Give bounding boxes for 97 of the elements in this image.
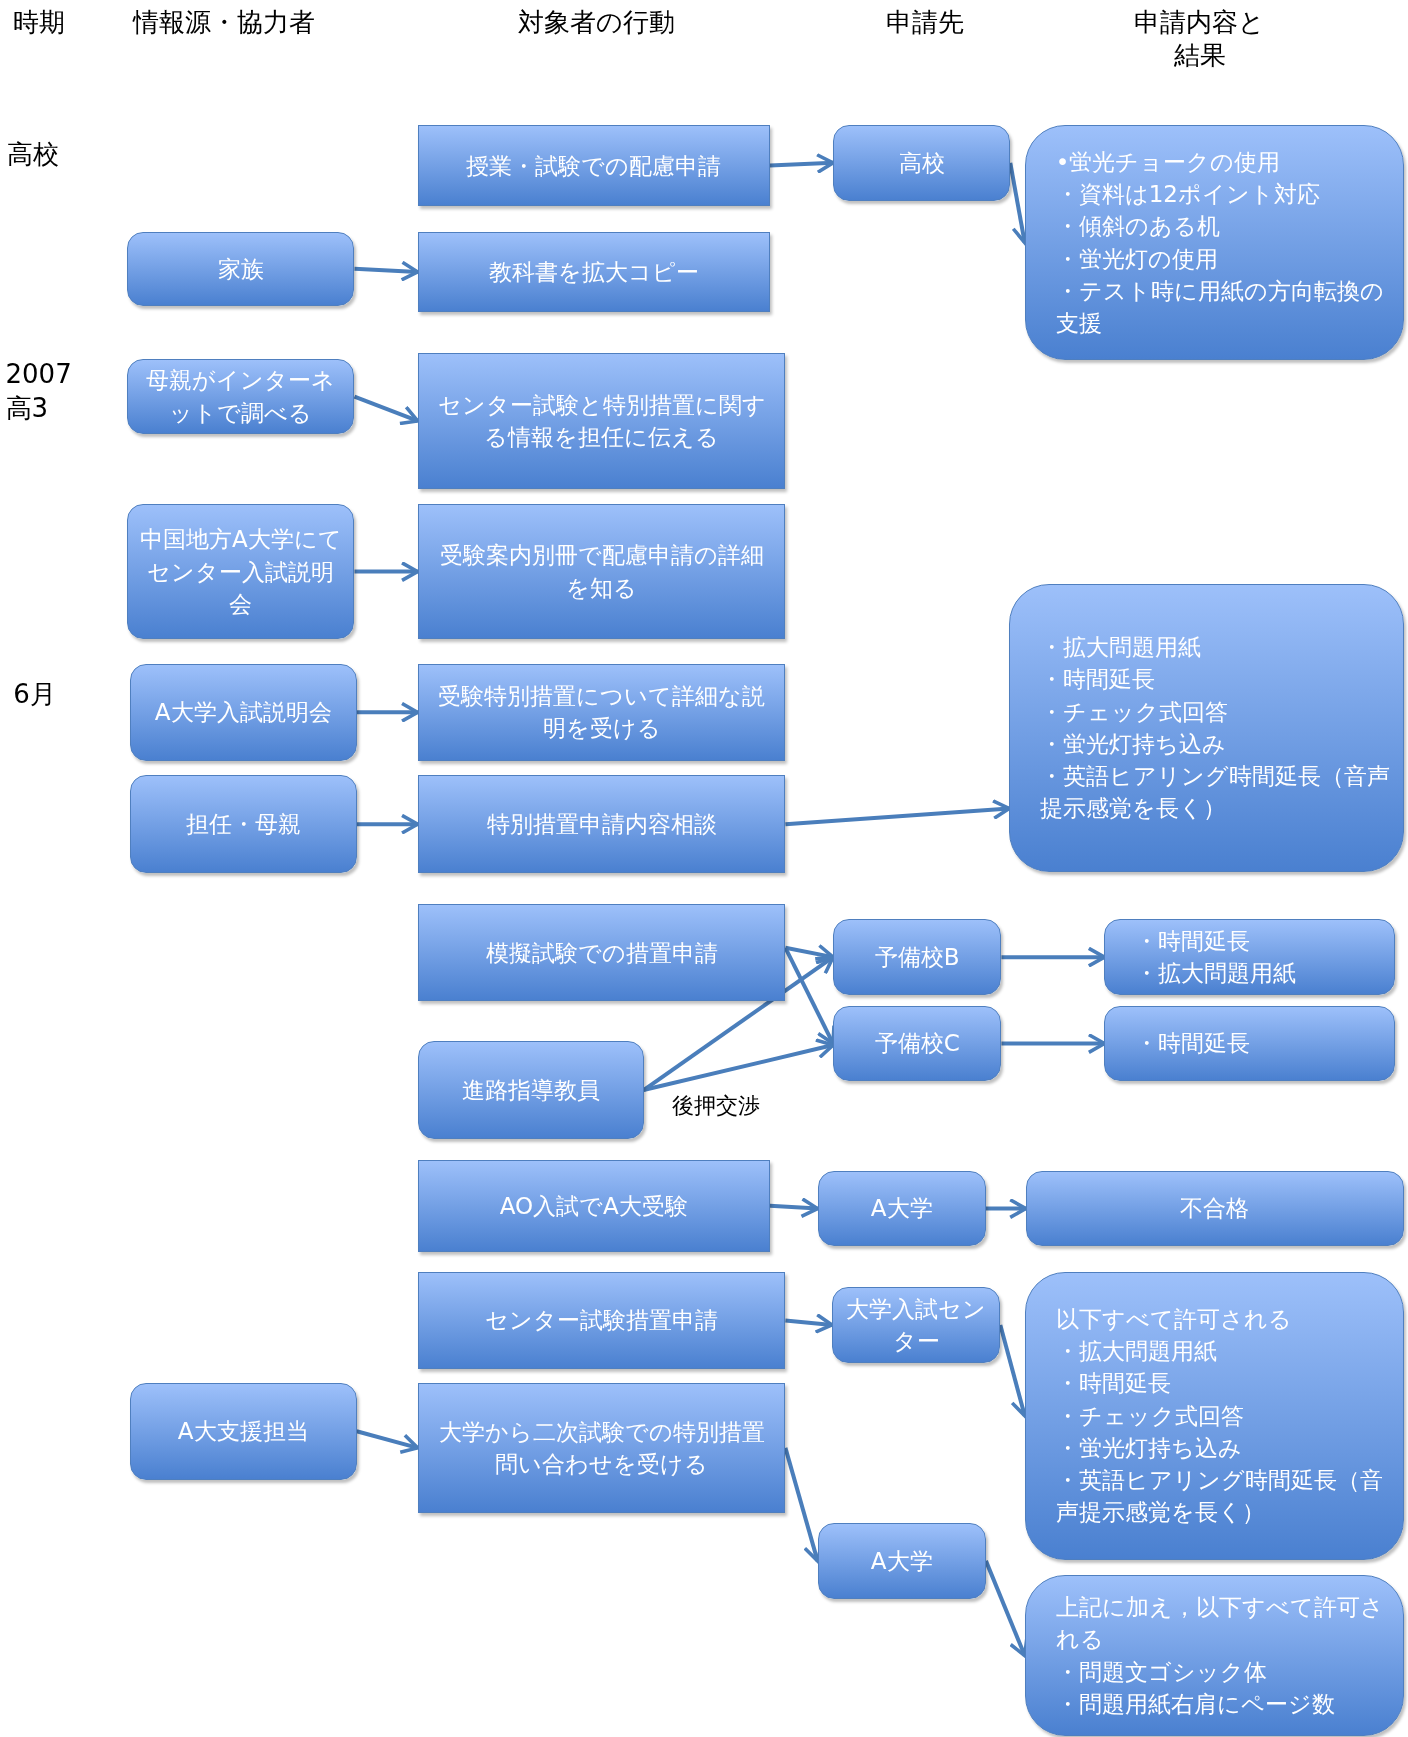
list-item: ・資料は12ポイント対応 <box>1055 180 1320 210</box>
period-label: 6月 <box>13 677 56 711</box>
action-box <box>417 663 786 762</box>
arrow <box>769 1197 820 1219</box>
action-box <box>417 903 786 1002</box>
box-label: 受験特別措置について詳細な説明を受ける <box>437 682 766 744</box>
rounded-box <box>129 663 357 762</box>
list-item: ・英語ヒアリング時間延長（音声提示感覚を長く） <box>1040 762 1392 824</box>
column-heading: 申請内容と結果 <box>1133 5 1267 73</box>
box-label: 進路指導教員 <box>461 1075 600 1105</box>
arrow <box>785 799 1011 827</box>
rounded-box <box>833 919 1002 995</box>
box-label: 予備校B <box>874 943 960 972</box>
list-item: ・時間延長 <box>1135 1029 1251 1059</box>
box-label: 担任・母親 <box>185 810 301 840</box>
list-item: ・蛍光灯持ち込み <box>1040 729 1227 759</box>
rounded-box <box>833 125 1011 201</box>
list-item: 以下すべて許可される <box>1055 1305 1292 1335</box>
result-box <box>1024 1575 1404 1736</box>
box-label: 不合格 <box>1180 1194 1250 1224</box>
list-item: •蛍光チョークの使用 <box>1055 148 1281 178</box>
list-item: ・蛍光灯持ち込み <box>1055 1433 1242 1463</box>
box-label: センター試験措置申請 <box>485 1306 718 1336</box>
list-item: ・拡大問題用紙 <box>1135 959 1297 989</box>
rounded-box <box>833 1005 1002 1082</box>
arrow <box>769 152 835 175</box>
action-box <box>417 504 786 640</box>
list-item: ・英語ヒアリング時間延長（音声提示感覚を長く） <box>1055 1466 1384 1528</box>
action-box <box>417 775 786 873</box>
column-heading: 申請先 <box>886 5 965 39</box>
box-label: 家族 <box>217 254 264 284</box>
list-item: ・拡大問題用紙 <box>1055 1337 1217 1367</box>
rounded-box <box>129 1382 357 1480</box>
box-label: A大学入試説明会 <box>154 698 332 728</box>
box-label: 模擬試験での措置申請 <box>485 938 718 968</box>
column-heading: 情報源・協力者 <box>132 5 315 39</box>
arrow <box>785 1312 834 1334</box>
list-item: ・時間延長 <box>1135 926 1251 956</box>
arrow <box>356 813 420 835</box>
arrow <box>356 1429 420 1455</box>
arrow <box>354 260 420 282</box>
list-item: ・チェック式回答 <box>1040 697 1229 727</box>
rounded-box <box>127 231 355 306</box>
list-item: ・拡大問題用紙 <box>1040 633 1202 663</box>
rounded-box <box>817 1523 986 1599</box>
box-label: 中国地方A大学にてセンター入試説明会 <box>139 525 343 619</box>
rounded-box <box>1104 1005 1395 1082</box>
column-heading: 時期 <box>13 5 66 39</box>
box-label: 受験案内別冊で配慮申請の詳細を知る <box>438 541 765 603</box>
period-label: 2007 高3 <box>5 357 73 425</box>
box-label: AO入試でA大受験 <box>499 1191 688 1221</box>
rounded-box <box>1104 919 1395 995</box>
result-box <box>1009 583 1404 872</box>
list-item: ・時間延長 <box>1055 1369 1171 1399</box>
list-item: ・チェック式回答 <box>1055 1401 1244 1431</box>
box-label: 高校 <box>898 148 945 178</box>
result-box <box>1024 1271 1404 1560</box>
column-heading: 対象者の行動 <box>518 5 676 39</box>
box-label: 母親がインターネットで調べる <box>145 366 337 428</box>
box-label: 予備校C <box>874 1029 960 1059</box>
action-box <box>417 353 786 489</box>
rounded-box <box>1025 1170 1404 1247</box>
list-item: ・時間延長 <box>1040 665 1156 695</box>
box-label: A大支援担当 <box>177 1417 309 1447</box>
box-label: センター試験と特別措置に関する情報を担任に伝える <box>436 390 767 452</box>
arrow <box>353 394 420 426</box>
action-box <box>417 125 770 207</box>
rounded-box <box>831 1287 1001 1363</box>
rounded-box <box>129 775 357 873</box>
box-label: 授業・試験での配慮申請 <box>466 151 722 181</box>
arrow <box>354 561 420 583</box>
box-label: 大学入試センター <box>845 1294 988 1356</box>
list-item: ・問題文ゴシック体 <box>1055 1657 1267 1687</box>
box-label: A大学 <box>870 1194 933 1224</box>
period-label: 高校 <box>6 138 59 172</box>
arrow <box>985 1198 1028 1220</box>
list-item: ・蛍光灯の使用 <box>1055 244 1218 274</box>
action-box <box>417 1271 786 1370</box>
box-label: 大学から二次試験での特別措置問い合わせを受ける <box>437 1417 766 1479</box>
rounded-box <box>417 1041 644 1139</box>
arrow <box>356 701 420 723</box>
rounded-box <box>127 504 355 640</box>
box-label: 教科書を拡大コピー <box>488 257 699 287</box>
arrow <box>643 1038 835 1092</box>
list-item: 上記に加え，以下すべて許可される <box>1055 1593 1385 1655</box>
action-box <box>417 1159 770 1252</box>
list-item: ・傾斜のある机 <box>1055 212 1220 242</box>
result-box <box>1024 125 1404 360</box>
rounded-box <box>817 1170 986 1247</box>
list-item: ・テスト時に用紙の方向転換の支援 <box>1055 276 1385 338</box>
action-box <box>417 1382 786 1514</box>
box-label: A大学 <box>870 1546 933 1576</box>
list-item: ・問題用紙右肩にページ数 <box>1055 1689 1335 1719</box>
action-box <box>417 231 770 313</box>
arrow <box>785 943 835 965</box>
box-label: 特別措置申請内容相談 <box>486 810 717 840</box>
rounded-box <box>127 358 355 435</box>
